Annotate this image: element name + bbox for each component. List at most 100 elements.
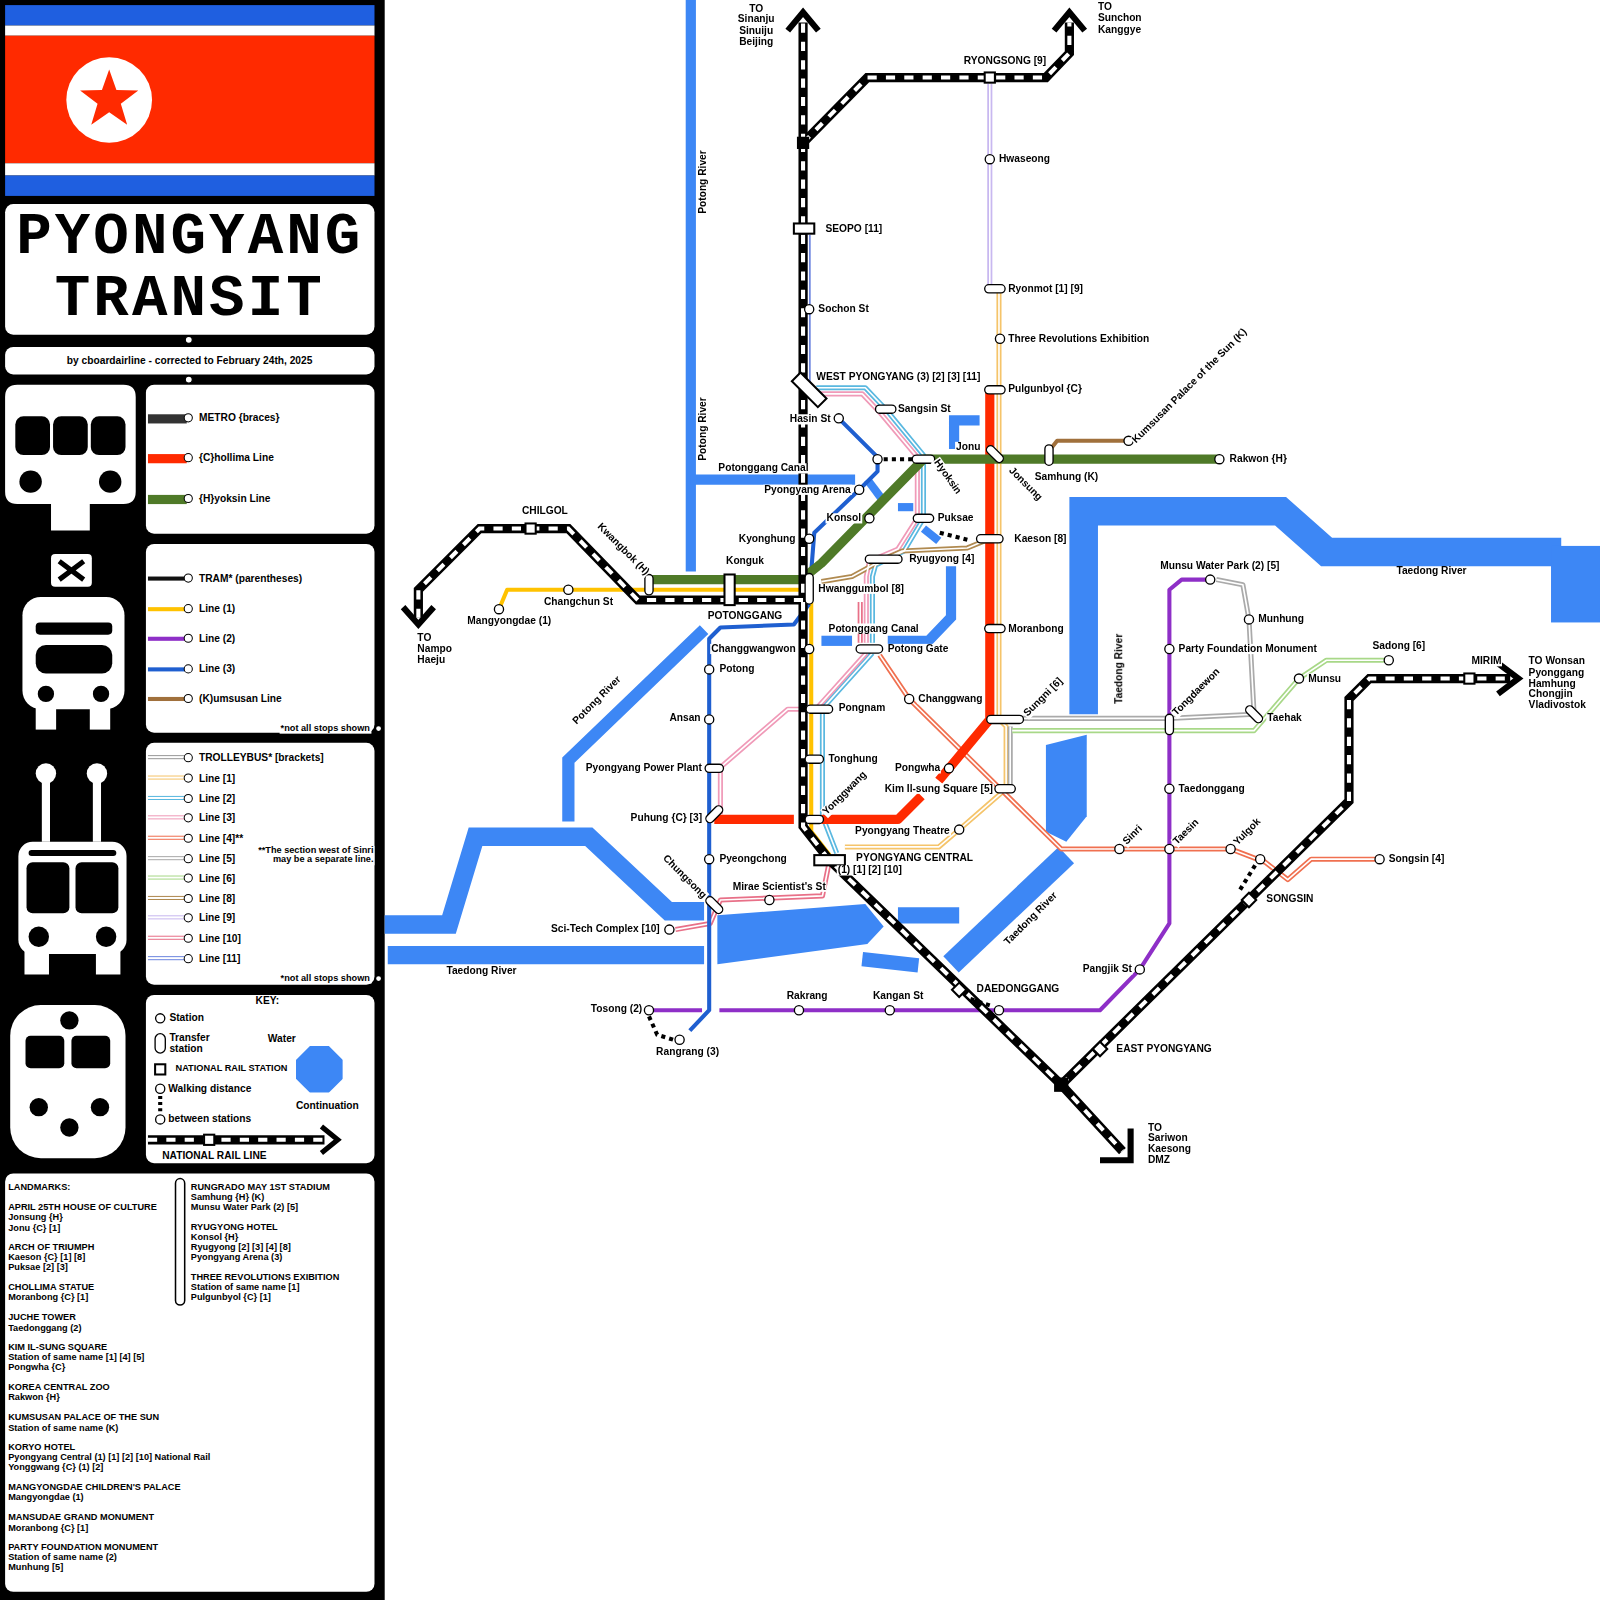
rail-arrow xyxy=(1100,1129,1131,1161)
trolleybus-line xyxy=(821,541,984,582)
panel-connector xyxy=(376,726,382,732)
legend-text: Line [5] xyxy=(198,854,236,865)
station xyxy=(1165,784,1174,793)
transfer-station xyxy=(645,285,1264,916)
map-label: (1) [1] [2] [10] xyxy=(837,865,903,876)
rail-station xyxy=(814,855,845,865)
station xyxy=(1165,844,1174,853)
legend-swatch xyxy=(148,667,187,671)
landmark-text: MANSUDAE GRAND MONUMENT xyxy=(7,1513,155,1523)
panel-connector xyxy=(185,336,192,343)
landmark-bracket xyxy=(176,1179,185,1306)
landmark-text: Taedonggang (2) xyxy=(7,1323,82,1333)
legend-end-dot xyxy=(184,954,193,963)
water xyxy=(385,837,704,925)
landmark-text: Munhung [5] xyxy=(7,1563,64,1573)
map-label: Munsu xyxy=(1307,673,1342,684)
map-label: Rakrang xyxy=(786,990,829,1001)
flag xyxy=(5,5,374,25)
legend-end-dot xyxy=(184,934,193,943)
water xyxy=(951,855,1066,964)
water xyxy=(1084,511,1562,714)
map-label: Pyongyang Theatre xyxy=(854,825,951,836)
station xyxy=(494,605,503,614)
water xyxy=(923,529,938,541)
transfer-station xyxy=(987,715,1024,723)
map-label: Potonggang Canal xyxy=(828,623,920,634)
station xyxy=(1165,644,1174,653)
map-label: Pongwha xyxy=(894,763,941,774)
station xyxy=(675,1035,684,1044)
flag xyxy=(80,69,138,124)
train-icon xyxy=(71,1036,110,1069)
station xyxy=(705,855,714,864)
legend-text: Walking distance xyxy=(167,1083,252,1094)
tram-line xyxy=(690,418,878,1030)
legend-swatch xyxy=(148,755,187,759)
map-label: Potong River xyxy=(698,396,709,462)
rail-arrow xyxy=(788,12,819,30)
map-label: Changchun St xyxy=(543,596,614,607)
station xyxy=(905,694,914,703)
map-label: Munsu Water Park (2) [5] xyxy=(1159,561,1280,572)
landmark-text: Pongwha {C} xyxy=(7,1363,66,1373)
legend-text: Line [3] xyxy=(198,813,236,824)
sidebar-ground xyxy=(0,0,385,1600)
station xyxy=(494,155,1393,1045)
tram-icon xyxy=(51,554,92,587)
map-label: Ryugyong [4] xyxy=(908,554,975,565)
map-label: Hwanggumbol [8] xyxy=(817,583,905,594)
rail-station xyxy=(1242,893,1256,907)
rail-arrow xyxy=(1054,12,1085,30)
train-icon xyxy=(26,1036,65,1069)
map-label: SONGSIN xyxy=(1265,893,1314,904)
tram-icon xyxy=(38,686,54,702)
legend-end-dot xyxy=(184,604,193,613)
rail-junction xyxy=(797,137,809,149)
map-label: Pyongyang Power Plant xyxy=(585,763,703,774)
station xyxy=(564,585,573,594)
legend-text: Line (3) xyxy=(198,664,236,675)
legend-swatch xyxy=(148,875,187,879)
transfer-station xyxy=(876,405,896,413)
caption-text: by cboardairline - corrected to February… xyxy=(66,356,314,367)
rail-station xyxy=(952,983,966,997)
transfer-station xyxy=(985,285,1005,293)
legend-swatch xyxy=(148,935,187,939)
legend-text: Line (2) xyxy=(198,633,236,644)
tram-icon xyxy=(22,597,124,709)
station xyxy=(805,644,814,653)
legend-end-dot xyxy=(184,794,193,803)
flag xyxy=(5,26,374,36)
landmark-text: Moranbong {C} [1] xyxy=(7,1523,89,1533)
transfer-station xyxy=(705,764,723,772)
trolleybus-icon xyxy=(29,927,49,947)
legend-swatch xyxy=(148,697,187,701)
key-symbol xyxy=(155,1014,165,1124)
water xyxy=(568,630,704,822)
legend-text: Line [9] xyxy=(198,913,236,924)
map-label: Chungsong xyxy=(660,852,709,901)
metro-line xyxy=(649,390,1219,820)
station xyxy=(765,895,774,904)
train-icon xyxy=(60,1118,78,1136)
legend-end-dot xyxy=(184,753,193,762)
map-label: Taedong River xyxy=(445,966,517,977)
map-label: Taedong River xyxy=(1114,632,1125,704)
landmark-text: Kaeson {C} [1] [8] xyxy=(7,1253,86,1263)
tram-line xyxy=(499,418,1210,1030)
map-label: Taedonggang xyxy=(1178,783,1246,794)
metro-icon xyxy=(91,416,126,455)
transfer-station xyxy=(806,705,833,713)
title-text: PYONGYANG TRANSIT xyxy=(4,207,375,331)
map-label: RYONGSONG [9] xyxy=(963,56,1047,67)
sidebar-panel xyxy=(146,385,375,534)
map-label: Mangyongdae (1) xyxy=(466,616,552,627)
station xyxy=(955,825,964,834)
transfer-station xyxy=(985,624,1005,632)
landmark-text: KORYO HOTEL xyxy=(7,1443,76,1453)
legend-swatch xyxy=(148,454,187,463)
flag xyxy=(66,57,152,143)
map-label: TO Sinanju Sinuiju Beijing xyxy=(737,4,776,48)
station xyxy=(1226,844,1235,853)
